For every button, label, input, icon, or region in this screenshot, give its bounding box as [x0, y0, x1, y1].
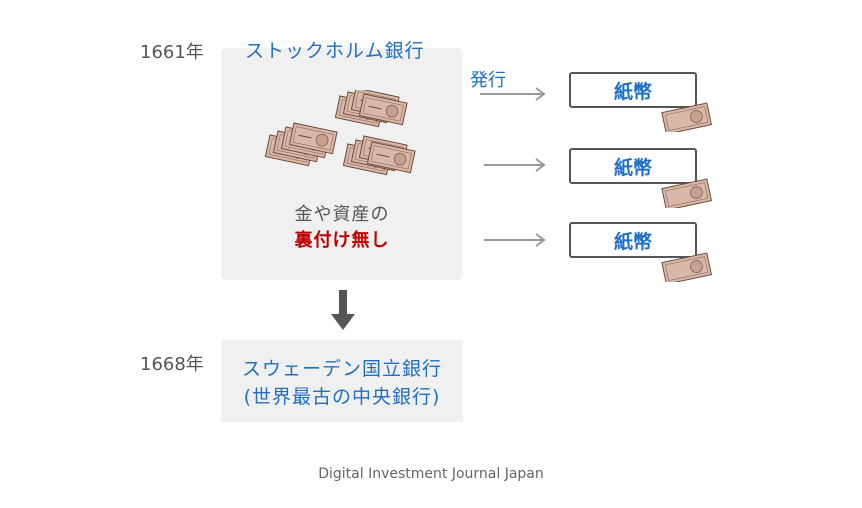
caption-gold-assets: 金や資産の — [294, 204, 390, 225]
arrow-down-icon — [331, 290, 355, 330]
banknote-stack-icon — [264, 90, 416, 176]
banknote-icon — [661, 178, 712, 208]
stockholm-bank-title: ストックホルム銀行 — [245, 40, 425, 62]
banknote-icon — [661, 102, 712, 132]
issue-label: 発行 — [470, 70, 506, 91]
caption-no-backing: 裏付け無し — [294, 230, 390, 251]
arrow-right-icon — [480, 87, 546, 247]
banknote-box-1: 紙幣 — [569, 72, 697, 108]
banknote-label: 紙幣 — [613, 230, 652, 253]
banknote-label: 紙幣 — [613, 80, 652, 103]
banknote-icon — [661, 252, 712, 282]
swedish-bank-subtitle: (世界最古の中央銀行) — [243, 386, 441, 408]
footer-credit: Digital Investment Journal Japan — [318, 466, 544, 482]
swedish-bank-box — [221, 340, 463, 422]
year-1661: 1661年 — [140, 42, 204, 63]
banknote-box-2: 紙幣 — [569, 148, 697, 184]
banknote-label: 紙幣 — [613, 156, 652, 179]
swedish-bank-name: スウェーデン国立銀行 — [241, 358, 442, 380]
year-1668: 1668年 — [140, 354, 204, 375]
stockholm-bank-box — [221, 48, 463, 280]
banknote-box-3: 紙幣 — [569, 222, 697, 258]
